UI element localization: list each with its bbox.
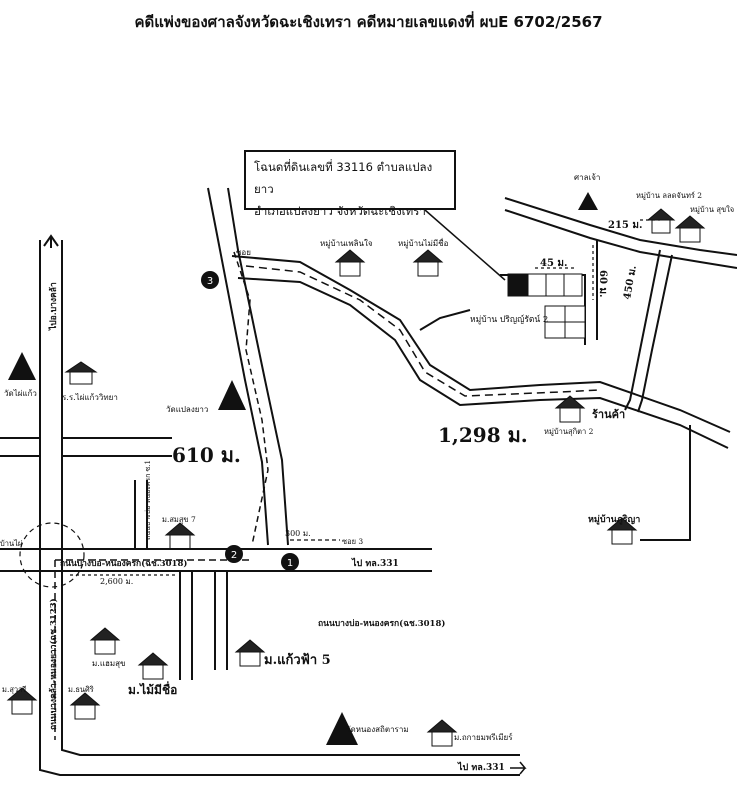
road-3123-west-edge xyxy=(39,240,520,776)
place-mai-chue: หมู่บ้านไม่มีชื่อ xyxy=(398,237,449,249)
house-icon xyxy=(6,687,38,715)
temple-icon xyxy=(218,380,246,410)
house-icon xyxy=(164,522,196,550)
parcel-6 xyxy=(564,305,586,323)
marker-1-label: 1 xyxy=(287,558,293,569)
place-school: ร.ร.ไผ่แก้ววิทยา xyxy=(62,393,118,402)
place-ban-phai: บ้านไผ่ xyxy=(0,539,22,548)
distance-45: 45 ม. xyxy=(540,258,567,269)
road-east-a xyxy=(504,197,737,256)
north-arrow xyxy=(43,234,59,248)
temple-icon xyxy=(326,712,358,745)
house-icon xyxy=(674,215,706,243)
route-dashed-2 xyxy=(245,265,601,397)
road-label-soi: ซอย xyxy=(236,248,251,257)
place-poorinya: หมู่บ้านภูริญา xyxy=(588,514,640,525)
place-golden-premier: ม.ถกายมพรีเมียร์ xyxy=(454,732,513,742)
marker-group: 1 2 3 xyxy=(201,271,299,571)
marker-3 xyxy=(201,271,219,289)
place-san-chao: ศาลเจ้า xyxy=(574,173,600,182)
place-lotjan: หมู่บ้าน ลลดจันทร์ 2 xyxy=(636,191,702,200)
marker-2-label: 2 xyxy=(231,550,237,561)
arrow-331 xyxy=(510,761,527,775)
place-ran-kha: ร้านค้า xyxy=(592,408,625,421)
distance-215: 215 ม. xyxy=(608,220,642,231)
intersection-circle xyxy=(19,522,85,588)
place-somsuk: ม.สมสุข 7 xyxy=(162,515,196,524)
place-wat-nong-satit: วัดหนองสถิตาราม xyxy=(346,725,409,734)
shrine-icon xyxy=(578,192,598,210)
temple-icon xyxy=(8,352,36,380)
side-lane xyxy=(419,309,471,331)
distance-60: 60 ม. xyxy=(597,270,608,297)
place-wat-phai-kaeo: วัดไผ่แก้ว xyxy=(4,389,37,398)
side-street-2 xyxy=(179,571,193,680)
house-icon xyxy=(137,652,169,680)
plot-callout: โฉนดที่ดินเลขที่ 33116 ตำบลแปลงยาว อำเภอ… xyxy=(244,150,456,218)
house-icon xyxy=(334,249,366,277)
place-suwaree: ม.สุวารี xyxy=(2,685,26,694)
place-maimoo: ม.ไม้มีชื่อ xyxy=(128,681,177,697)
side-street-3 xyxy=(214,571,228,670)
side-street-1 xyxy=(134,480,148,549)
target-plot xyxy=(507,273,529,297)
callout-line-2: อำเภอแปลงยาว จังหวัดฉะเชิงเทรา xyxy=(254,204,426,218)
marker-2 xyxy=(225,545,243,563)
road-curve-east-b xyxy=(637,254,673,413)
road-3123-east-edge xyxy=(61,240,520,756)
parcel-8 xyxy=(564,321,586,339)
distance-1298: 1,298 ม. xyxy=(438,423,528,447)
place-suksai: หมู่บ้าน สุขใจ 2 xyxy=(690,205,737,214)
callout-line-1: โฉนดที่ดินเลขที่ 33116 ตำบลแปลงยาว xyxy=(254,160,433,196)
house-icon xyxy=(89,627,121,655)
road-label-to-331-b: ไป ทล.331 xyxy=(457,761,505,773)
road-label-3018-b: ถนนบางบ่อ-หนองครก(ฉช.3018) xyxy=(318,618,445,629)
road-east-b xyxy=(504,209,737,269)
road-poorinya xyxy=(640,425,691,541)
house-icon xyxy=(554,395,586,423)
road-label-3123: ถนนบางคล้า-หนองยาว(ฉช.3123) xyxy=(48,598,59,730)
road-curve-east-a xyxy=(624,249,661,411)
distance-610: 610 ม. xyxy=(172,443,241,467)
road-north-south xyxy=(207,187,269,546)
parcel-4 xyxy=(563,273,583,297)
distance-300: 300 ม. xyxy=(285,529,311,538)
road-north-south-edge xyxy=(227,187,289,546)
road-label-side-soi: ถนนบางบ่อ-หนองครก ซ.1 xyxy=(144,460,152,540)
plot-parcels xyxy=(507,273,586,339)
house-icon xyxy=(646,208,676,234)
temple-icons xyxy=(8,192,598,745)
marker-3-label: 3 xyxy=(207,276,213,287)
place-wat-plaeng-yao: วัดแปลงยาว xyxy=(166,405,208,414)
house-icon xyxy=(234,639,266,667)
house-icon xyxy=(69,692,101,720)
parcel-3 xyxy=(545,273,565,297)
place-phoen-chai: หมู่บ้านเพลินใจ xyxy=(320,239,373,249)
place-thanasiri: ม.ธนศิริ xyxy=(68,685,94,694)
place-kaewfa: ม.แก้วฟ้า 5 xyxy=(264,652,331,668)
house-icon xyxy=(426,719,458,747)
road-label-3018-a: ถนนบางบ่อ-หนองครก(ฉช.3018) xyxy=(60,558,187,569)
distance-2600: 2,600 ม. xyxy=(100,577,133,586)
route-dashed-1 xyxy=(233,251,269,546)
page-title: คดีแพ่งของศาลจังหวัดฉะเชิงเทรา คดีหมายเล… xyxy=(134,13,603,31)
house-icon xyxy=(606,517,638,545)
place-parinya: หมู่บ้าน ปริญญ์รัตน์ 2 xyxy=(470,314,548,325)
marker-1 xyxy=(281,553,299,571)
distance-450: 450 ม. xyxy=(622,265,639,301)
place-sukita: หมู่บ้านสุกิตา 2 xyxy=(544,427,594,436)
road-label-soi3: ซอย 3 xyxy=(342,537,363,546)
school-icon xyxy=(64,361,98,385)
road-winding-south xyxy=(237,277,729,449)
road-label-to-bangkhla: ไปอ.บางคล้า xyxy=(48,282,59,331)
road-winding-north xyxy=(231,255,731,433)
parcel-2 xyxy=(527,273,547,297)
road-label-to-331-a: ไป ทล.331 xyxy=(351,557,399,569)
callout-pointer xyxy=(424,209,506,281)
house-icon xyxy=(412,249,444,277)
place-raemsuk: ม.แฮมสุข xyxy=(92,659,125,668)
